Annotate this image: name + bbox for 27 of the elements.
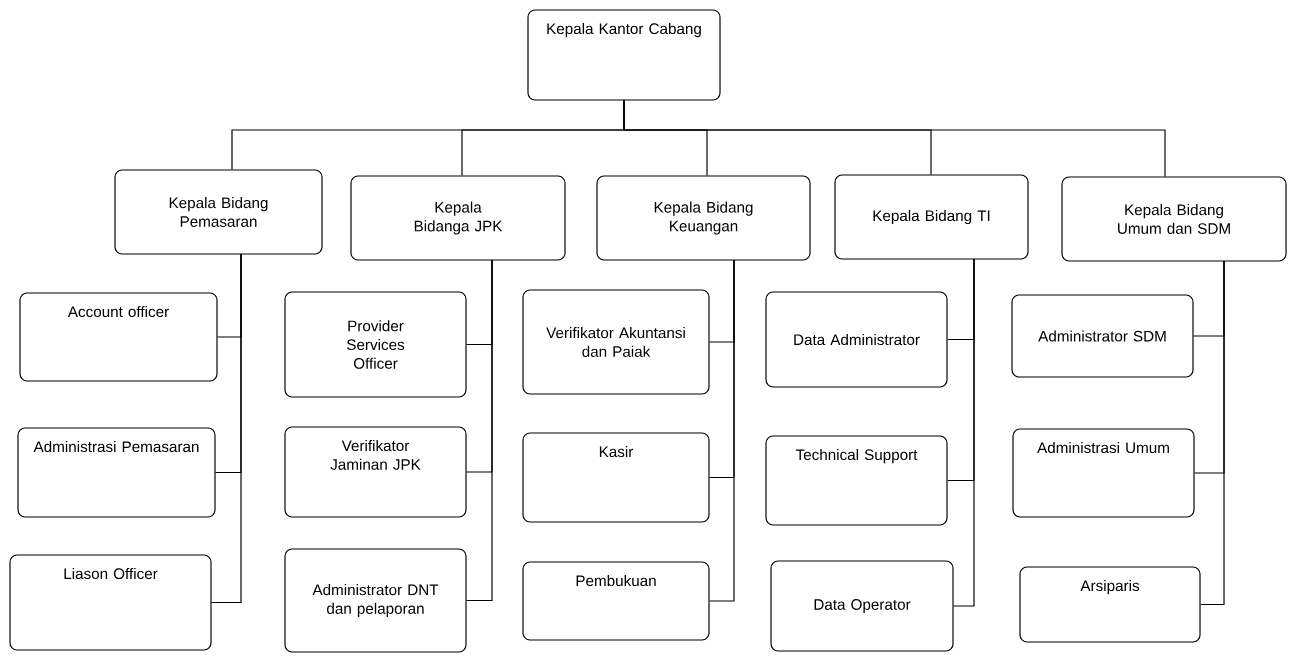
- org-box: Administrasi Pemasaran: [17, 427, 216, 518]
- org-box: Technical Support: [765, 435, 948, 526]
- org-box: Kepala Bidang TI: [834, 174, 1029, 260]
- connector-line: [1200, 260, 1225, 606]
- connector-line: [623, 100, 1166, 177]
- org-box: Kepala Bidang Umum dan SDM: [1061, 176, 1287, 262]
- org-box: Data Administrator: [765, 291, 948, 388]
- org-box: Liason Officer: [9, 554, 212, 651]
- connector-line: [466, 259, 493, 602]
- connector-line: [211, 253, 242, 604]
- org-box: Administrasi Umum: [1012, 428, 1195, 518]
- org-box: Administrator DNT dan pelaporan: [284, 548, 467, 653]
- org-box: Data Operator: [770, 560, 954, 652]
- org-box: Administrator SDM: [1011, 294, 1194, 378]
- connector-line: [709, 259, 735, 602]
- org-box: Provider Services Officer: [284, 291, 467, 398]
- org-box: Verifikator Akuntansi dan Paiak: [522, 289, 710, 395]
- org-box: Arsiparis: [1019, 566, 1201, 643]
- org-box: Kepala Bidang Keuangan: [596, 175, 811, 261]
- org-box: Kepala Bidanga JPK: [350, 175, 566, 261]
- org-box: Verifikator Jaminan JPK: [284, 426, 467, 518]
- org-box: Kepala Kantor Cabang: [527, 9, 721, 101]
- org-box: Kasir: [522, 432, 710, 523]
- org-box: Kepala Bidang Pemasaran: [114, 169, 323, 255]
- org-box: Account officer: [19, 292, 218, 382]
- connector-line: [953, 258, 975, 607]
- org-box: Pembukuan: [522, 561, 710, 641]
